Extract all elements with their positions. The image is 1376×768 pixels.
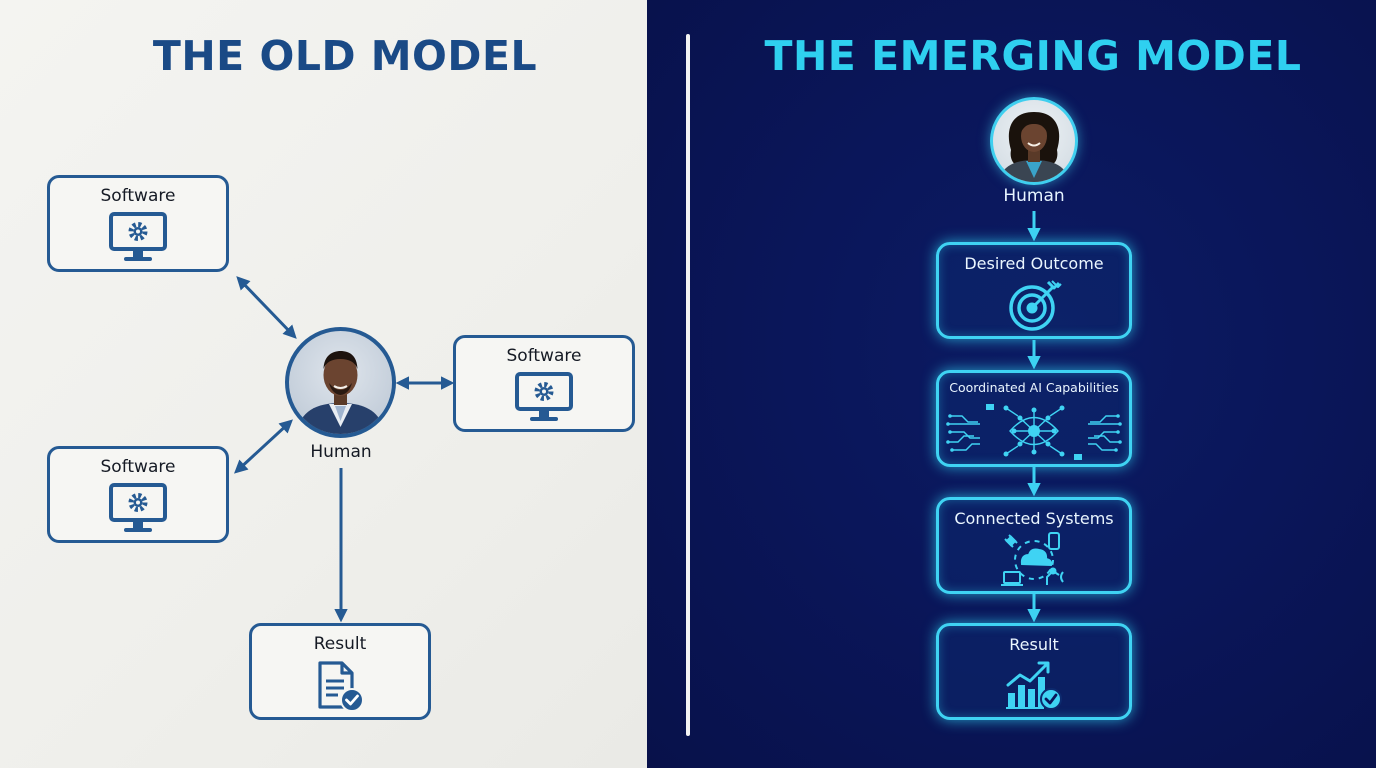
result-box: Result	[936, 623, 1132, 720]
desired-outcome-label: Desired Outcome	[964, 254, 1104, 273]
desired-outcome-box: Desired Outcome	[936, 242, 1132, 339]
software-label: Software	[100, 457, 176, 477]
software-box-right: Software	[453, 335, 635, 432]
coordinated-ai-label: Coordinated AI Capabilities	[949, 380, 1119, 395]
old-model-connectors	[234, 276, 455, 623]
arrow-human-software-top	[236, 276, 297, 339]
software-box-bottom: Software	[47, 446, 229, 543]
monitor-gear-icon	[108, 483, 168, 539]
cloud-devices-icon	[999, 531, 1069, 591]
human-label: Human	[310, 442, 372, 462]
arrow-human-software-bottom	[234, 419, 293, 474]
connected-systems-box: Connected Systems	[936, 497, 1132, 594]
monitor-gear-icon	[108, 212, 168, 268]
human-avatar	[285, 327, 396, 438]
software-label: Software	[506, 346, 582, 366]
target-arrow-icon	[1006, 280, 1062, 336]
old-model-title: THE OLD MODEL	[152, 32, 538, 80]
coordinated-ai-box: Coordinated AI Capabilities	[936, 370, 1132, 467]
panel-divider	[686, 34, 690, 736]
software-label: Software	[100, 186, 176, 206]
result-label: Result	[1009, 635, 1059, 654]
human-avatar	[990, 97, 1078, 185]
monitor-gear-icon	[514, 372, 574, 428]
document-check-icon	[314, 660, 366, 718]
result-box: Result	[249, 623, 431, 720]
human-label: Human	[1003, 186, 1065, 206]
emerging-model-title: THE EMERGING MODEL	[764, 32, 1302, 80]
connected-systems-label: Connected Systems	[954, 509, 1114, 528]
ai-brain-circuit-icon	[944, 398, 1124, 468]
result-label: Result	[313, 634, 367, 654]
software-box-top: Software	[47, 175, 229, 272]
growth-chart-check-icon	[1004, 659, 1064, 715]
